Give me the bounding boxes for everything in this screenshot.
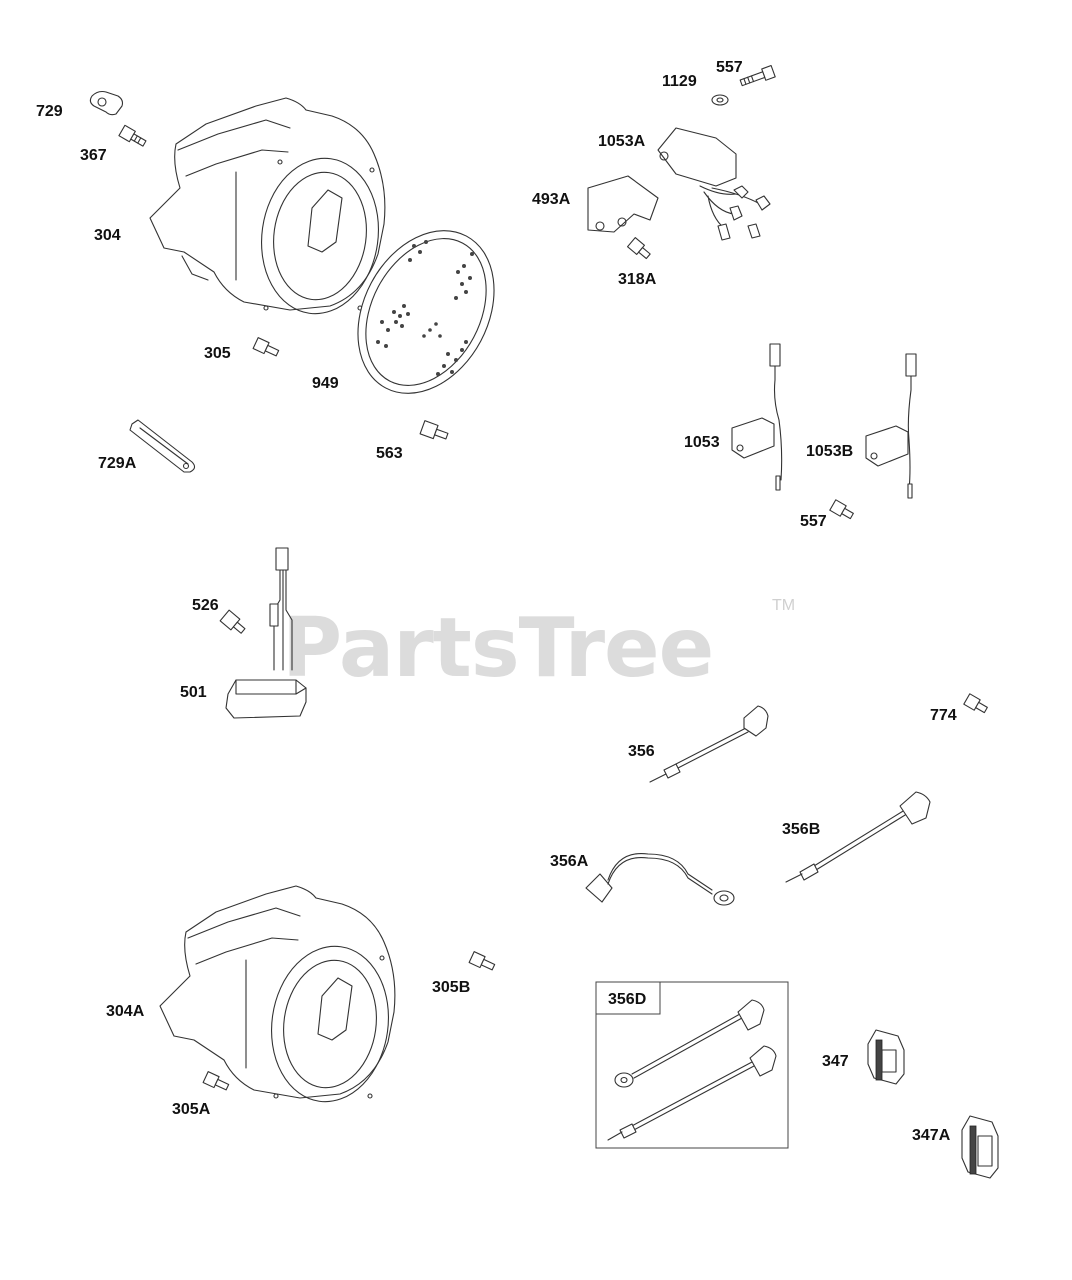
part-1053b-module[interactable] <box>865 353 917 499</box>
part-347a-switch[interactable] <box>961 1115 999 1179</box>
callout-318a: 318A <box>618 271 657 288</box>
part-305-bolt[interactable] <box>252 337 280 359</box>
callout-493a: 493A <box>532 191 571 208</box>
callout-774: 774 <box>930 707 957 724</box>
callout-557-top: 557 <box>716 59 743 76</box>
part-347-switch[interactable] <box>867 1029 905 1085</box>
part-304a-blower-housing[interactable] <box>159 885 398 1109</box>
part-1053a-module[interactable] <box>657 127 771 241</box>
callout-347: 347 <box>822 1053 849 1070</box>
callout-1129: 1129 <box>662 73 697 90</box>
part-305a-bolt[interactable] <box>202 1071 230 1093</box>
part-367-bolt[interactable] <box>118 124 148 148</box>
callout-356a: 356A <box>550 853 589 870</box>
callout-557-mid: 557 <box>800 513 827 530</box>
callout-356d: 356D <box>608 991 646 1008</box>
callout-1053: 1053 <box>684 434 720 451</box>
part-493a-bracket[interactable] <box>587 175 659 233</box>
part-305b-bolt[interactable] <box>468 951 496 973</box>
part-774-bolt[interactable] <box>963 693 989 715</box>
callout-356b: 356B <box>782 821 820 838</box>
callout-367: 367 <box>80 147 107 164</box>
part-563-bolt[interactable] <box>419 420 449 443</box>
part-501-regulator[interactable] <box>225 547 307 719</box>
callout-356: 356 <box>628 743 655 760</box>
watermark-text: PartsTree <box>282 601 713 696</box>
part-356b-wire[interactable] <box>785 791 931 883</box>
callout-526: 526 <box>192 597 219 614</box>
callout-347a: 347A <box>912 1127 951 1144</box>
part-557-bolt-mid[interactable] <box>829 499 855 521</box>
part-356-wire[interactable] <box>649 705 769 783</box>
part-557-screw-top[interactable] <box>739 65 776 89</box>
callout-305b: 305B <box>432 979 470 996</box>
part-729a-ground-strap[interactable] <box>129 419 196 473</box>
part-356d-kit[interactable] <box>595 981 789 1149</box>
callout-305a: 305A <box>172 1101 211 1118</box>
callout-563: 563 <box>376 445 403 462</box>
callout-729a: 729A <box>98 455 137 472</box>
callout-1053a: 1053A <box>598 133 646 150</box>
callout-501: 501 <box>180 684 207 701</box>
part-729-clip[interactable] <box>89 90 124 116</box>
part-304-blower-housing[interactable] <box>149 97 388 321</box>
callout-729: 729 <box>36 103 63 120</box>
callout-304a: 304A <box>106 1003 145 1020</box>
callout-305: 305 <box>204 345 231 362</box>
watermark-trademark: TM <box>772 597 795 614</box>
part-1053-module[interactable] <box>731 343 783 491</box>
callout-1053b: 1053B <box>806 443 853 460</box>
part-356a-wire[interactable] <box>585 852 735 906</box>
part-526-bolt[interactable] <box>219 609 247 636</box>
part-1129-washer[interactable] <box>711 94 729 106</box>
callout-304: 304 <box>94 227 121 244</box>
callout-949: 949 <box>312 375 339 392</box>
part-949-rotating-screen[interactable] <box>331 207 521 417</box>
part-318a-bolt[interactable] <box>626 236 653 261</box>
